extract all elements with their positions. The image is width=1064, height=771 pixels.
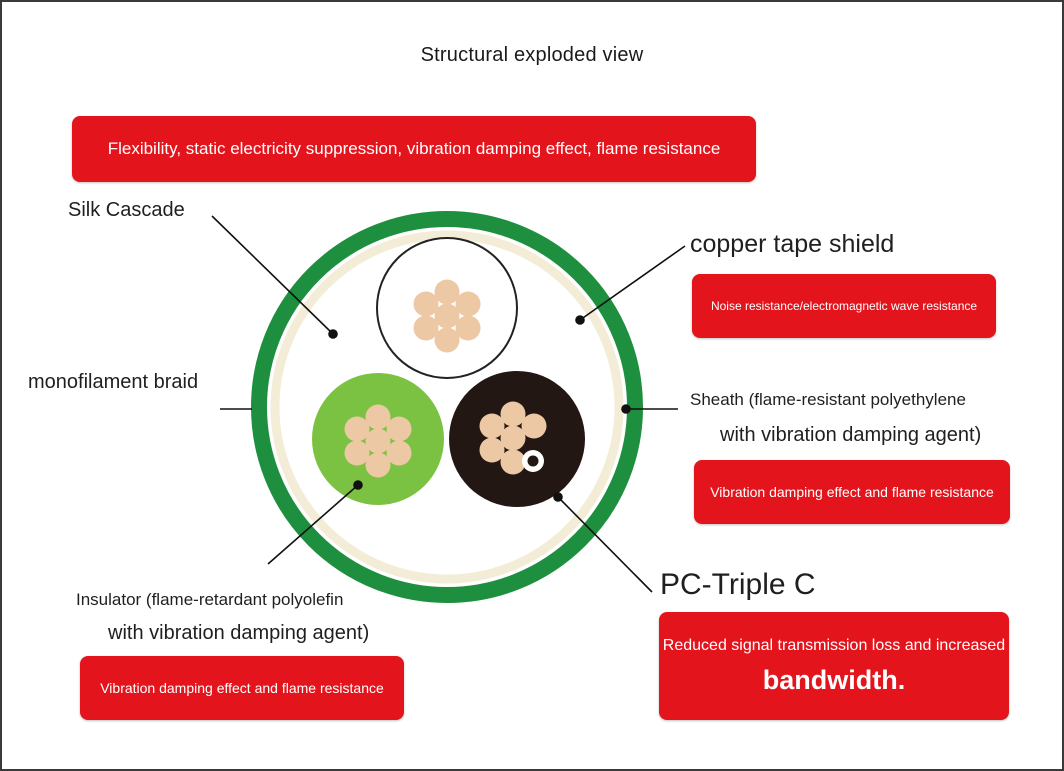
label-sheath-line1: Sheath (flame-resistant polyethylene <box>690 390 966 409</box>
label-insulator-line2: with vibration damping agent) <box>108 622 370 644</box>
green-core-strands <box>344 404 412 478</box>
leader-pc-triple-c <box>557 496 653 593</box>
sheath-feature-text: Vibration damping effect and flame resis… <box>710 484 994 500</box>
label-monofilament-braid: monofilament braid <box>28 371 199 393</box>
filler-cream-ring <box>270 230 624 584</box>
leader-lines <box>211 215 686 593</box>
sheath-feature-box: Vibration damping effect and flame resis… <box>694 460 1010 524</box>
label-copper-tape-shield: copper tape shield <box>690 230 895 258</box>
leader-insulator <box>267 484 359 565</box>
copper-feature-box: Noise resistance/electromagnetic wave re… <box>692 274 996 338</box>
diagram-title: Structural exploded view <box>420 44 644 66</box>
white-core-strands <box>413 279 481 353</box>
top-feature-text: Flexibility, static electricity suppress… <box>107 139 721 158</box>
pc-feature-text-line1: Reduced signal transmission loss and inc… <box>662 636 1006 654</box>
insulator-feature-box: Vibration damping effect and flame resis… <box>80 656 404 720</box>
label-pc-triple-c: PC-Triple C <box>660 568 816 601</box>
label-sheath-line2: with vibration damping agent) <box>720 424 982 446</box>
pc-feature-text-line2: bandwidth. <box>762 664 906 695</box>
black-core-hollow-inner <box>527 455 539 467</box>
outer-jacket-ring <box>251 211 643 603</box>
label-insulator-line1: Insulator (flame-retardant polyolefin <box>76 590 344 609</box>
leader-silk-cascade <box>211 215 334 335</box>
label-silk-cascade: Silk Cascade <box>68 199 185 221</box>
copper-feature-text: Noise resistance/electromagnetic wave re… <box>710 299 978 313</box>
top-feature-box: Flexibility, static electricity suppress… <box>72 116 756 182</box>
leader-copper-tape-shield <box>579 245 686 321</box>
black-core-strands <box>479 401 547 475</box>
pc-feature-box: Reduced signal transmission loss and inc… <box>659 612 1009 720</box>
insulator-feature-text: Vibration damping effect and flame resis… <box>100 680 384 696</box>
